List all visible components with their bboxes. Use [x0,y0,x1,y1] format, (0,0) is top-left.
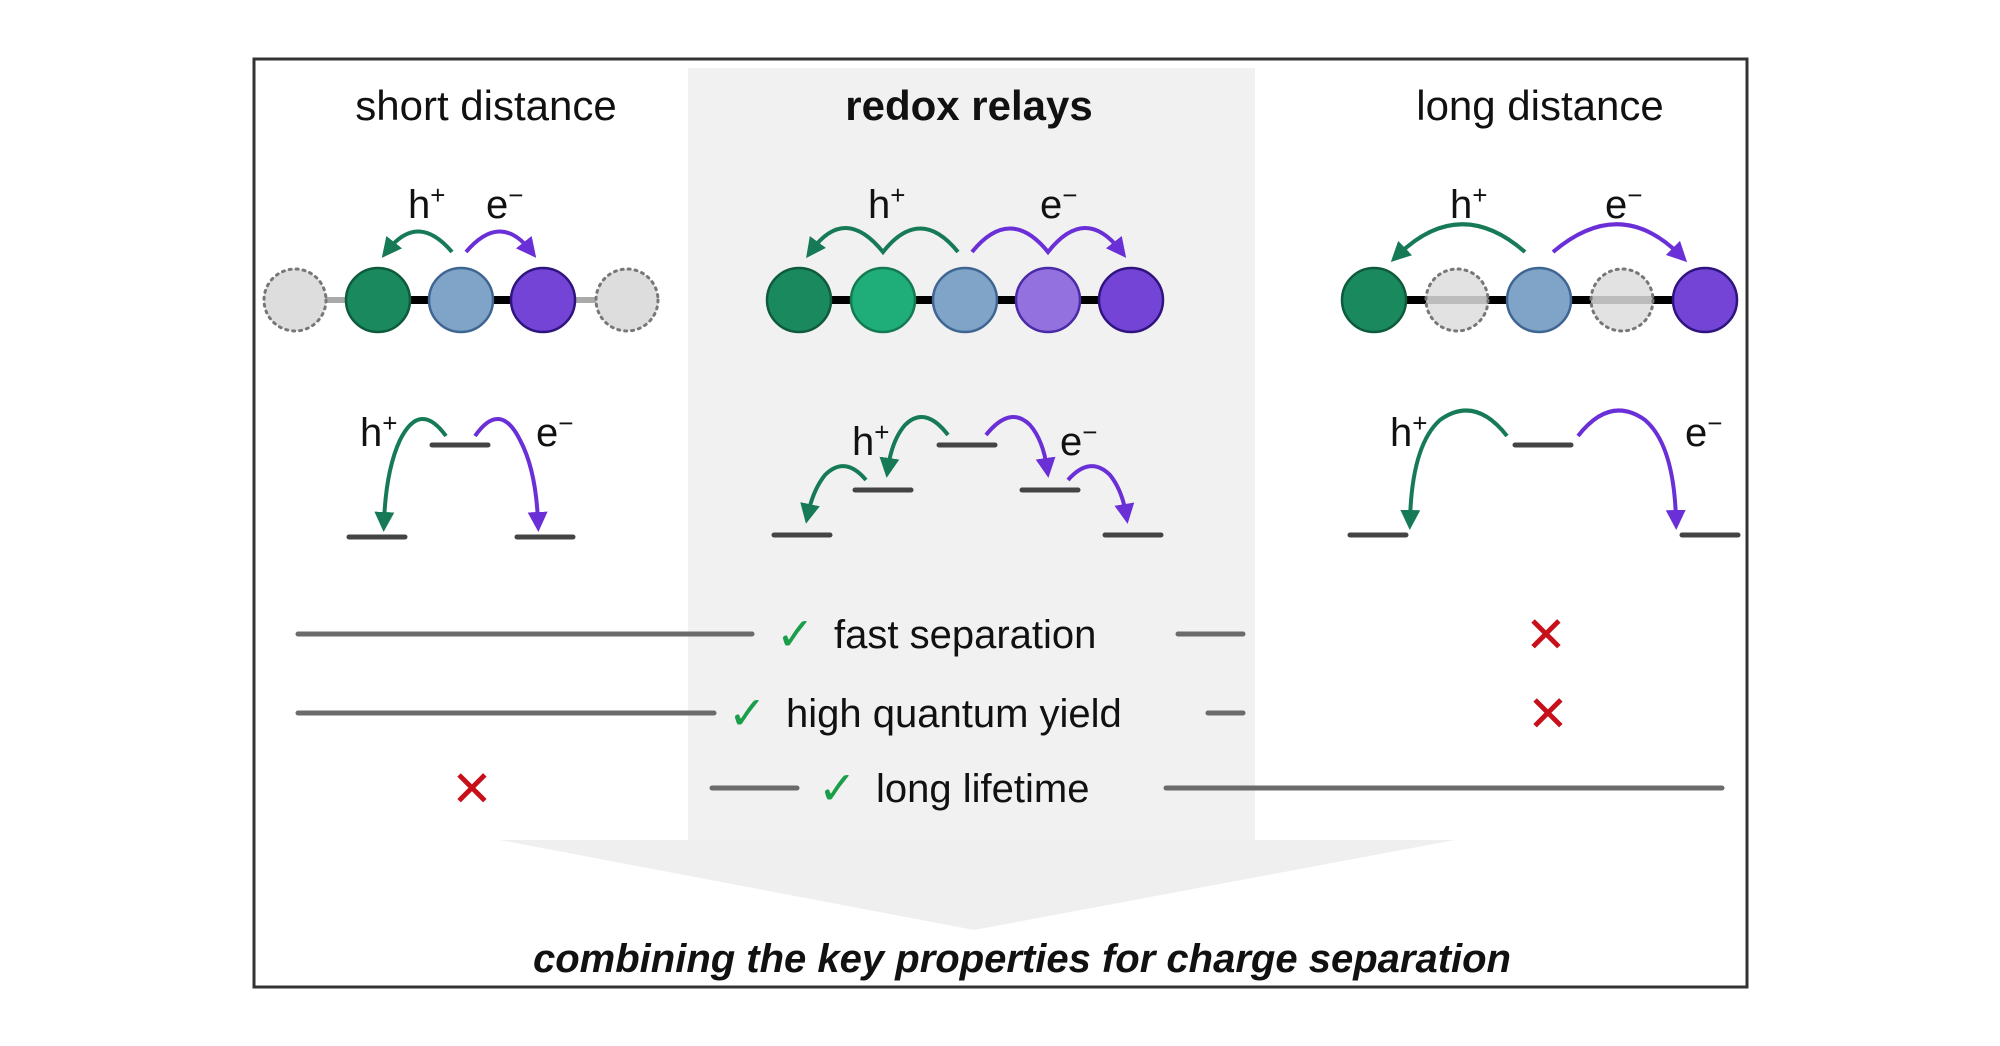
hole-label: h+ [360,408,397,455]
bridge-placeholder-circle [1424,267,1490,333]
electron-label: e− [536,408,573,455]
hole-transfer-arrow [800,464,868,524]
bridge-placeholder-circle [262,267,328,333]
electron-label: e− [486,180,523,227]
acceptor-circle [1671,266,1739,334]
relay-acceptor-circle [1014,266,1082,334]
electron-transfer-arrow [1066,464,1135,524]
property-row-high-quantum-yield: ✓ high quantum yield ✕ [295,685,1569,743]
donor-circle [1340,266,1408,334]
relay-donor-circle [849,266,917,334]
check-mark: ✓ [776,607,815,661]
property-label: long lifetime [876,767,1089,811]
check-mark: ✓ [818,761,857,815]
donor-circle [344,266,412,334]
hole-transfer-arrow [374,417,448,532]
bridge-placeholder-circle [594,267,660,333]
long-distance-chain: h+ e− [1340,180,1739,334]
electron-transfer-arrow [464,229,537,258]
hole-transfer-arrow [879,415,950,478]
electron-label: e− [1060,417,1097,464]
electron-transfer-arrow [473,417,548,532]
electron-label: e− [1685,408,1722,455]
bridge-placeholder-circle [1589,267,1655,333]
short-distance-chain: h+ e− [262,180,660,334]
property-label: fast separation [834,613,1096,657]
chromophore-circle [931,266,999,334]
redox-relays-chain: h+ e− [765,180,1165,334]
donor-circle [765,266,833,334]
cross-mark: ✕ [1525,606,1567,664]
long-distance-energy-diagram: h+ e− [1347,408,1741,538]
chromophore-circle [1505,266,1573,334]
property-label: high quantum yield [786,692,1122,736]
electron-transfer-arrow [970,226,1127,258]
title-short-distance: short distance [355,82,616,129]
property-row-fast-separation: ✓ fast separation ✕ [295,606,1567,664]
cross-mark: ✕ [1527,685,1569,743]
electron-transfer-arrow [1551,222,1688,263]
acceptor-circle [1097,266,1165,334]
combine-arrow-head [500,840,1455,930]
hole-label: h+ [408,180,445,227]
redox-relays-energy-diagram: h+ e− [771,415,1164,538]
electron-transfer-arrow [1576,408,1686,530]
electron-label: e− [1040,180,1077,227]
redox-relays-panel [688,68,1255,840]
check-mark: ✓ [728,686,767,740]
property-row-long-lifetime: ✕ ✓ long lifetime [451,760,1725,818]
short-distance-energy-diagram: h+ e− [346,408,576,540]
hole-transfer-arrow [806,226,960,259]
electron-label: e− [1605,180,1642,227]
hole-label: h+ [1450,180,1487,227]
title-long-distance: long distance [1416,82,1664,129]
chromophore-circle [427,266,495,334]
hole-label: h+ [852,417,889,464]
hole-transfer-arrow [381,229,454,258]
hole-transfer-arrow [1400,408,1509,530]
acceptor-circle [509,266,577,334]
electron-transfer-arrow [984,415,1056,478]
figure-caption: combining the key properties for charge … [533,937,1511,981]
title-redox-relays: redox relays [845,82,1093,129]
cross-mark: ✕ [451,760,493,818]
hole-transfer-arrow [1390,222,1527,262]
hole-label: h+ [1390,408,1427,455]
hole-label: h+ [868,180,905,227]
